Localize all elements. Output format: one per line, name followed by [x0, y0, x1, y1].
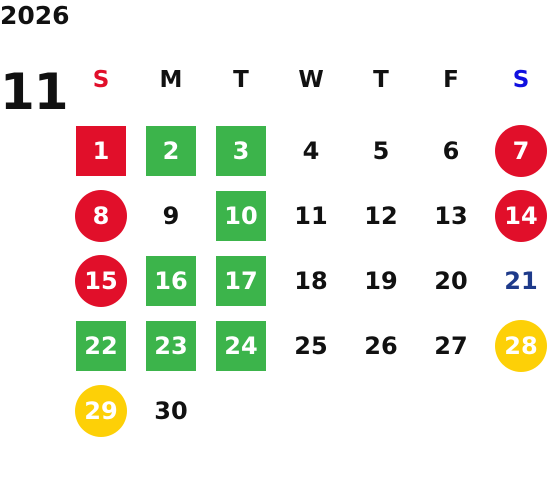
day-number: 12 — [364, 201, 398, 230]
day-number: 30 — [154, 396, 188, 425]
day-cell[interactable]: 18 — [276, 248, 346, 313]
day-number: 1 — [76, 125, 126, 176]
month-label: 11 — [0, 63, 69, 121]
day-cell[interactable]: 30 — [136, 378, 206, 443]
day-number: 27 — [434, 331, 468, 360]
day-number: 9 — [162, 201, 180, 230]
day-cell[interactable]: 16 — [136, 248, 206, 313]
day-cell[interactable]: 20 — [416, 248, 486, 313]
day-number: 25 — [294, 331, 328, 360]
day-cell[interactable]: 4 — [276, 118, 346, 183]
day-cell[interactable]: 29 — [66, 378, 136, 443]
day-cell[interactable]: 3 — [206, 118, 276, 183]
day-number: 19 — [364, 266, 398, 295]
day-cell[interactable]: 24 — [206, 313, 276, 378]
day-cell[interactable]: 17 — [206, 248, 276, 313]
day-number: 6 — [442, 136, 460, 165]
day-number: 22 — [76, 320, 126, 371]
day-cell[interactable]: 26 — [346, 313, 416, 378]
day-number: 23 — [146, 320, 196, 371]
day-number: 20 — [434, 266, 468, 295]
day-number: 17 — [216, 255, 266, 306]
day-cell[interactable]: 28 — [486, 313, 548, 378]
day-cell[interactable]: 2 — [136, 118, 206, 183]
weekday-tuesday: T — [233, 67, 249, 93]
day-cell[interactable]: 12 — [346, 183, 416, 248]
weekday-sunday: S — [92, 67, 110, 93]
day-number: 7 — [495, 124, 547, 177]
weekday-header: S M T W T F S — [66, 60, 548, 100]
day-number: 26 — [364, 331, 398, 360]
day-cell[interactable]: 9 — [136, 183, 206, 248]
day-number: 13 — [434, 201, 468, 230]
day-number: 10 — [216, 190, 266, 241]
day-number: 3 — [216, 125, 266, 176]
day-number: 14 — [495, 189, 547, 242]
day-number: 8 — [75, 189, 127, 242]
day-cell[interactable]: 22 — [66, 313, 136, 378]
day-cell[interactable]: 15 — [66, 248, 136, 313]
day-number: 11 — [294, 201, 328, 230]
day-cell[interactable]: 11 — [276, 183, 346, 248]
day-cell[interactable]: 19 — [346, 248, 416, 313]
day-number: 5 — [372, 136, 390, 165]
year-label: 2026 — [0, 1, 70, 30]
day-cell[interactable]: 14 — [486, 183, 548, 248]
day-number: 21 — [504, 266, 538, 295]
weekday-wednesday: W — [298, 67, 324, 93]
day-cell[interactable]: 13 — [416, 183, 486, 248]
day-cell[interactable]: 8 — [66, 183, 136, 248]
day-cell[interactable]: 27 — [416, 313, 486, 378]
day-cell[interactable]: 10 — [206, 183, 276, 248]
day-number: 2 — [146, 125, 196, 176]
day-number: 18 — [294, 266, 328, 295]
day-number: 24 — [216, 320, 266, 371]
weekday-friday: F — [443, 67, 459, 93]
day-number: 15 — [75, 254, 127, 307]
day-number: 4 — [302, 136, 320, 165]
day-cell[interactable]: 6 — [416, 118, 486, 183]
day-cell[interactable]: 23 — [136, 313, 206, 378]
day-cell[interactable]: 25 — [276, 313, 346, 378]
weekday-saturday: S — [512, 67, 530, 93]
day-cell[interactable]: 21 — [486, 248, 548, 313]
day-cell[interactable]: 5 — [346, 118, 416, 183]
day-number: 28 — [495, 319, 547, 372]
weekday-thursday: T — [373, 67, 389, 93]
day-number: 16 — [146, 255, 196, 306]
day-number: 29 — [75, 384, 127, 437]
day-cell[interactable]: 7 — [486, 118, 548, 183]
day-cell[interactable]: 1 — [66, 118, 136, 183]
weekday-monday: M — [159, 67, 183, 93]
